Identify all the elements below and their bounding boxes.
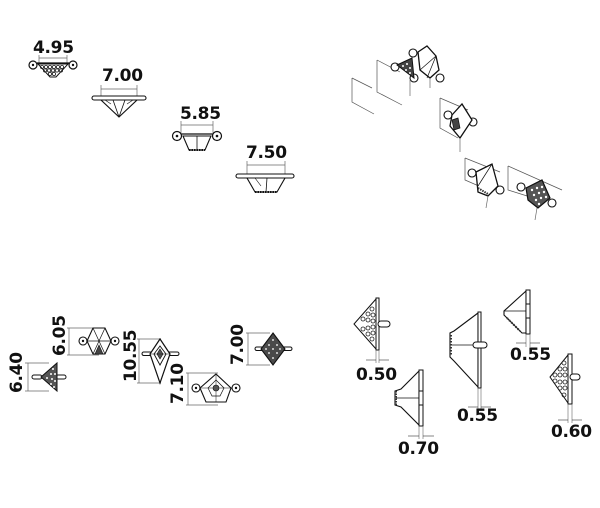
thickness-label: 0.55 xyxy=(457,406,498,426)
dimension-frame xyxy=(351,59,403,115)
thickness-label: 0.60 xyxy=(551,422,592,442)
iso-part-cushion xyxy=(443,102,478,152)
iso-part-pentagon xyxy=(467,163,505,209)
part-pave-side-small xyxy=(548,353,588,425)
thickness-label: 0.55 xyxy=(510,345,551,365)
part-tall-cone-side xyxy=(448,311,494,413)
thickness-label: 0.50 xyxy=(356,365,397,385)
part-cone-side xyxy=(393,369,435,439)
part-two-loop-cup xyxy=(172,121,222,157)
part-pentagon-two-loop xyxy=(186,372,242,406)
height-label: 7.10 xyxy=(168,363,188,404)
part-two-loop-pave xyxy=(28,55,78,81)
part-triangle-pave xyxy=(25,361,67,393)
part-flat-flange-cup xyxy=(235,161,295,197)
iso-part-pave-square xyxy=(516,179,557,220)
height-label: 7.00 xyxy=(228,324,248,365)
isometric-assembly-drawing xyxy=(351,45,563,220)
width-label: 7.00 xyxy=(102,66,143,86)
part-kite xyxy=(137,337,183,385)
part-hexagon-two-loop xyxy=(67,327,119,357)
height-label: 6.40 xyxy=(7,352,27,393)
width-label: 5.85 xyxy=(180,104,221,124)
thickness-label: 0.70 xyxy=(398,439,439,459)
part-short-cone-side xyxy=(502,289,542,347)
iso-part-pave-triangle xyxy=(390,57,419,96)
width-label: 7.50 xyxy=(246,143,287,163)
width-label: 4.95 xyxy=(33,38,74,58)
part-flat-flange-pointed xyxy=(91,85,147,121)
part-pave-side xyxy=(352,297,392,365)
iso-part-hexagon xyxy=(408,45,445,88)
part-square-pave xyxy=(246,332,294,366)
